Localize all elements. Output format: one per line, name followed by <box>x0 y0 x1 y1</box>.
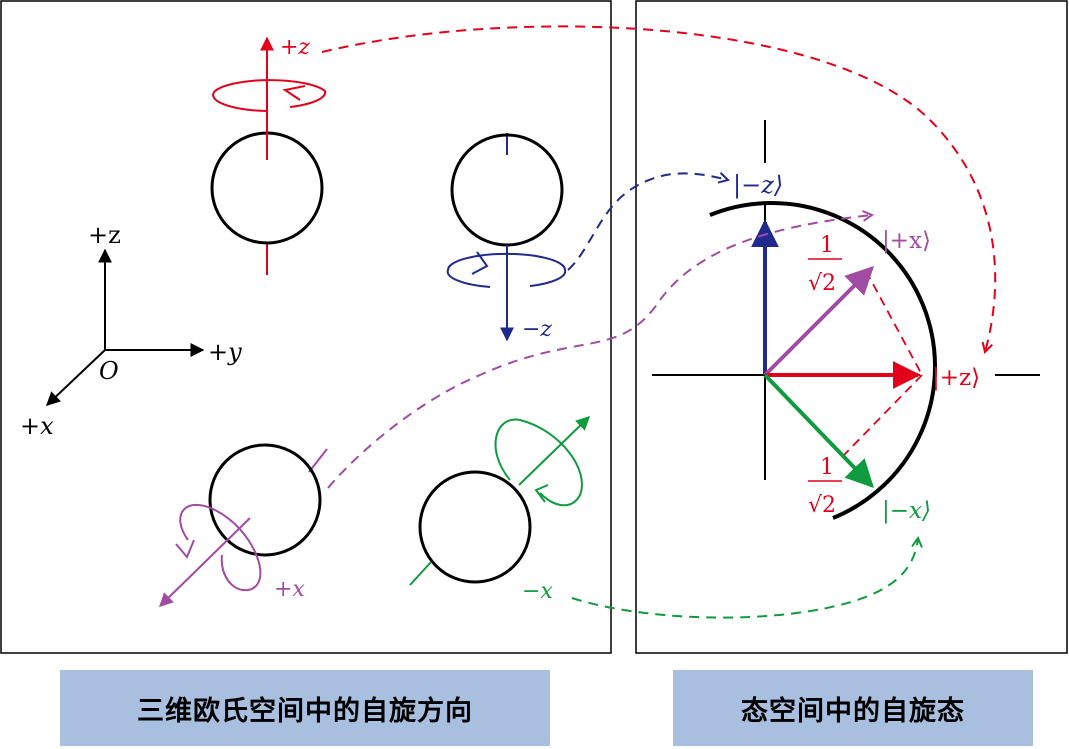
spin-label-minus-z: −z <box>522 317 552 342</box>
coefficient-lower: 1 √2 <box>808 455 842 518</box>
spin-label-plus-x: +x <box>274 577 305 602</box>
coefficient-upper: 1 √2 <box>808 233 842 296</box>
coordinate-axes <box>45 248 205 406</box>
coef-lower-denominator: √2 <box>808 493 836 518</box>
axis-label-origin: O <box>99 357 119 385</box>
projection-lines <box>843 270 923 456</box>
ket-minus-x: |−x⟩ <box>882 498 931 524</box>
spin-plus-x <box>158 443 328 607</box>
spin-plus-z <box>210 36 327 275</box>
right-panel-frame <box>635 0 1068 654</box>
spin-label-plus-z: +z <box>280 35 310 60</box>
axis-label-x: +x <box>20 412 54 440</box>
spin-label-minus-x: −x <box>522 579 553 604</box>
left-panel-frame <box>0 0 612 654</box>
vector-plus-x <box>763 266 874 377</box>
map-curve-plus-z <box>321 25 997 352</box>
spin-minus-x <box>409 416 591 586</box>
vector-minus-x <box>763 373 874 489</box>
spin-minus-z <box>446 133 567 342</box>
caption-state-space: 态空间中的自旋态 <box>673 670 1033 746</box>
map-curve-minus-x <box>571 538 918 619</box>
coef-upper-denominator: √2 <box>808 271 836 296</box>
caption-euclidean-space: 三维欧氏空间中的自旋方向 <box>60 670 550 746</box>
coef-lower-numerator: 1 <box>820 455 834 480</box>
map-curve-minus-z <box>567 173 728 271</box>
ket-plus-x: |+x⟩ <box>882 228 931 254</box>
axis-label-y: +y <box>208 338 242 366</box>
map-curve-plus-x <box>327 215 872 489</box>
ket-plus-z: |+z⟩ <box>932 365 980 391</box>
axis-label-z: +z <box>88 221 121 249</box>
unit-semicircle <box>709 200 937 520</box>
coef-upper-numerator: 1 <box>820 233 834 258</box>
ket-minus-z: |−z⟩ <box>733 171 783 200</box>
state-axes <box>652 120 1040 480</box>
